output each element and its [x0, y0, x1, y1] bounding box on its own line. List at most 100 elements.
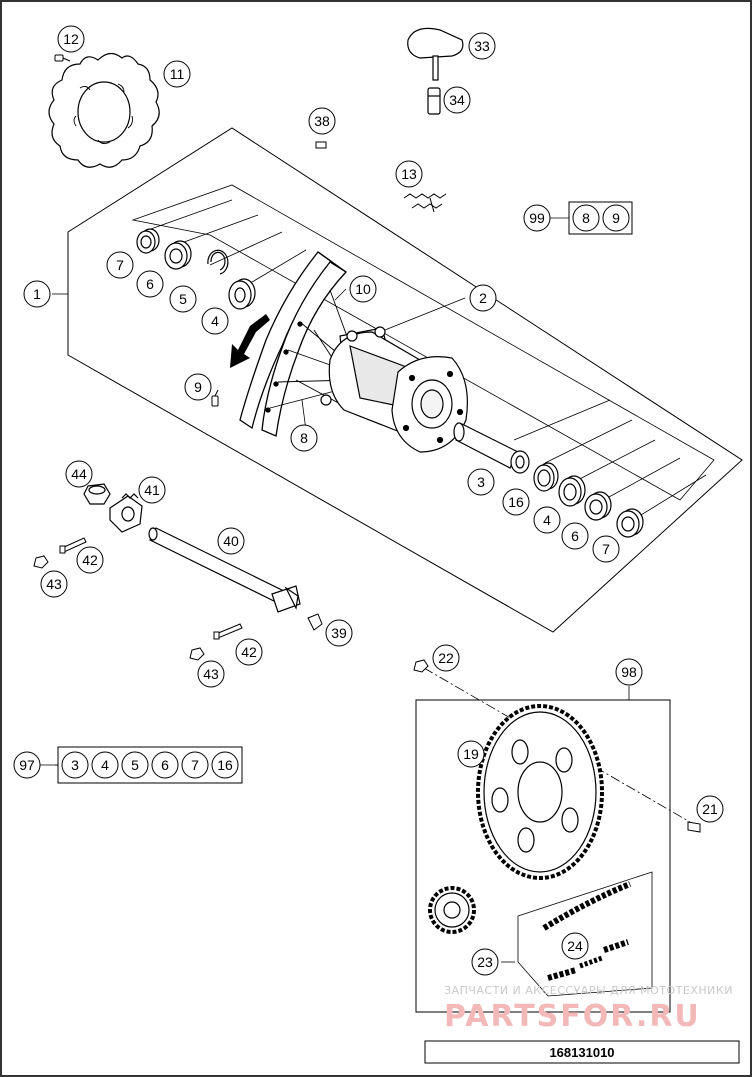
callout-circle — [443, 86, 471, 114]
callout-number: 1 — [33, 286, 41, 302]
callout-c9: 9 — [184, 373, 212, 401]
callout-number: 43 — [203, 666, 219, 682]
wheel-assembly-outline — [67, 127, 743, 633]
callout-circle — [469, 284, 497, 312]
callout-number: 8 — [300, 430, 308, 446]
callout-number: 42 — [241, 644, 257, 660]
callout-number: 21 — [702, 801, 718, 817]
kit-member-bubble: 9 — [602, 204, 630, 232]
drawing-number: 168131010 — [549, 1045, 614, 1060]
kit-member-number: 7 — [191, 757, 199, 773]
kit-member-bubble: 5 — [121, 751, 149, 779]
callout-circle — [163, 60, 191, 88]
callout-circle — [13, 751, 41, 779]
callout-c2: 2 — [469, 284, 497, 312]
callout-c33: 33 — [468, 32, 496, 60]
callout-circle — [308, 107, 336, 135]
rotation-arrow-icon — [230, 314, 270, 368]
axle-part — [148, 527, 301, 613]
callout-number: 2 — [479, 290, 487, 306]
nut-part-22 — [413, 659, 429, 673]
callout-circle — [325, 619, 353, 647]
callout-c10: 10 — [349, 275, 377, 303]
axle-nut-part — [83, 483, 111, 505]
callout-circle — [561, 932, 589, 960]
callout-circle — [457, 740, 485, 768]
rim-part — [239, 251, 348, 437]
kit-member-number: 5 — [131, 757, 139, 773]
kit-member-bubble: 8 — [572, 204, 600, 232]
callout-c3: 3 — [467, 468, 495, 496]
callout-c6a: 6 — [136, 270, 164, 298]
kit-member-circle — [151, 751, 179, 779]
kit-member-bubble: 16 — [211, 751, 239, 779]
callout-circle — [395, 160, 423, 188]
callout-circle — [468, 32, 496, 60]
callout-c97: 97 — [13, 751, 41, 779]
kit-member-number: 3 — [71, 757, 79, 773]
callout-c99: 99 — [523, 204, 551, 232]
callout-circle — [57, 25, 85, 53]
callout-number: 33 — [474, 38, 490, 54]
callout-number: 7 — [116, 257, 124, 273]
callout-c1: 1 — [23, 280, 51, 308]
kit-member-bubble: 3 — [61, 751, 89, 779]
left-bearing-stack — [136, 228, 256, 310]
callout-c42a: 42 — [76, 546, 104, 574]
callout-circle — [471, 948, 499, 976]
kit-member-number: 9 — [612, 210, 620, 226]
callout-number: 39 — [331, 625, 347, 641]
callout-c21: 21 — [696, 795, 724, 823]
callout-number: 9 — [194, 379, 202, 395]
chain-outline — [517, 871, 653, 997]
kit-member-number: 4 — [101, 757, 109, 773]
callout-c43a: 43 — [40, 570, 68, 598]
callout-number: 23 — [477, 954, 493, 970]
callout-number: 98 — [621, 664, 637, 680]
callout-number: 22 — [438, 650, 454, 666]
right-bearing-stack — [453, 422, 644, 538]
rear-sprocket-part — [476, 704, 604, 880]
brake-disc-part — [48, 52, 160, 168]
bearing-set-outline — [131, 184, 715, 501]
callout-number: 11 — [170, 66, 185, 82]
callout-circle — [235, 638, 263, 666]
callout-circle — [592, 535, 620, 563]
callout-number: 40 — [223, 533, 239, 549]
callout-number: 16 — [508, 494, 524, 510]
callout-number: 24 — [567, 938, 583, 954]
callout-circle — [76, 546, 104, 574]
bolt-part-21 — [687, 821, 701, 833]
callout-circle — [169, 285, 197, 313]
callout-circle — [467, 468, 495, 496]
kit-member-number: 6 — [161, 757, 169, 773]
callout-number: 4 — [211, 313, 219, 329]
callout-number: 44 — [71, 466, 87, 482]
callout-number: 99 — [529, 210, 545, 226]
drawing-number-box — [424, 1040, 740, 1064]
callout-circle — [502, 488, 530, 516]
adjuster-bolts — [33, 537, 323, 661]
callout-number: 43 — [46, 576, 62, 592]
kit-member-bubble: 4 — [91, 751, 119, 779]
spoke-band-part — [403, 193, 447, 213]
callout-circle — [136, 270, 164, 298]
callout-number: 5 — [179, 291, 187, 307]
callout-circle — [65, 460, 93, 488]
callout-number: 10 — [355, 281, 371, 297]
callout-circle — [106, 251, 134, 279]
callout-c23: 23 — [471, 948, 499, 976]
callout-c41: 41 — [138, 476, 166, 504]
callout-c6b: 6 — [561, 522, 589, 550]
kit-member-circle — [181, 751, 209, 779]
screw-part-12 — [54, 54, 71, 62]
kit-member-circle — [91, 751, 119, 779]
chain-adjuster-part — [109, 493, 143, 533]
kit-member-circle — [211, 751, 239, 779]
callout-c19: 19 — [457, 740, 485, 768]
callout-c98: 98 — [615, 658, 643, 686]
callout-c12: 12 — [57, 25, 85, 53]
callout-circle — [561, 522, 589, 550]
callout-c39: 39 — [325, 619, 353, 647]
